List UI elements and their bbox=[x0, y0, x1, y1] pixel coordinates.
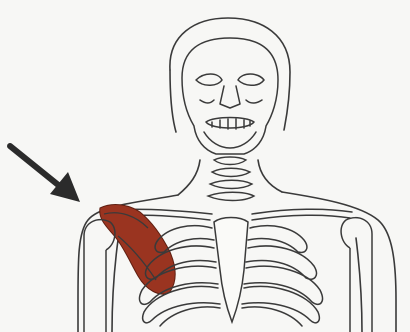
skeleton-illustration bbox=[0, 0, 410, 332]
anatomy-diagram bbox=[0, 0, 410, 332]
